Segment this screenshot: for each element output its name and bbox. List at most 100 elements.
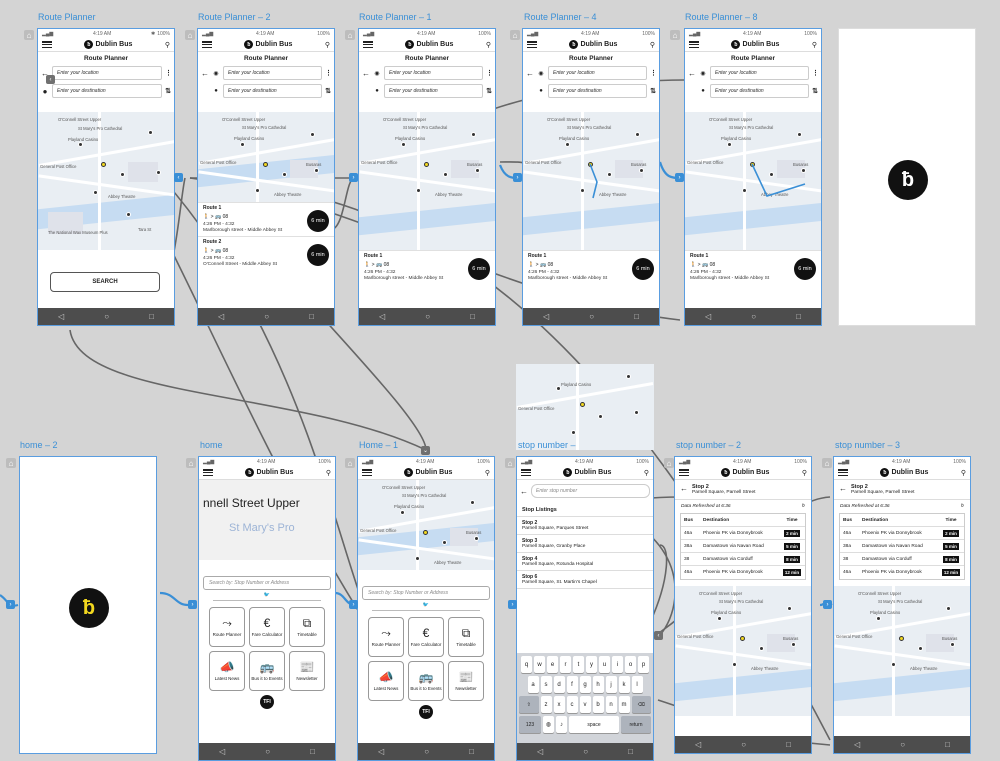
home-nav-icon[interactable]: ○ <box>583 747 589 756</box>
back-arrow-icon[interactable]: ← <box>688 68 696 78</box>
key-s[interactable]: s <box>540 676 552 693</box>
back-arrow-icon[interactable]: ← <box>201 68 209 78</box>
more-icon[interactable]: ⋮ <box>650 70 657 77</box>
key-j[interactable]: j <box>605 676 617 693</box>
key-a[interactable]: a <box>527 676 539 693</box>
latest-news-tile[interactable]: 📣Latest News <box>209 651 245 691</box>
key-v[interactable]: v <box>579 696 591 713</box>
bus-stop-pin[interactable] <box>126 212 131 217</box>
search-icon[interactable]: ⚲ <box>164 41 170 49</box>
destination-input[interactable]: Enter your destination <box>384 84 483 98</box>
bus-stop-pin[interactable] <box>801 168 806 173</box>
swap-icon[interactable]: ⇅ <box>165 88 171 95</box>
back-arrow-icon[interactable]: ← <box>526 68 534 78</box>
shift-key[interactable]: ⇧ <box>519 696 539 713</box>
backspace-key[interactable]: ⌫ <box>631 696 651 713</box>
bus-stop-pin[interactable] <box>310 132 315 137</box>
back-nav-icon[interactable]: ◁ <box>543 312 550 321</box>
back-arrow-icon[interactable]: ← <box>680 484 688 493</box>
back-arrow-icon[interactable]: ← <box>839 484 847 493</box>
more-icon[interactable]: ⋮ <box>165 70 172 77</box>
map[interactable]: O'Connell Street Upper St Mary's Pro Cat… <box>38 112 174 250</box>
bus-stop-pin[interactable] <box>742 188 747 193</box>
destination-input[interactable]: Enter your destination <box>52 84 162 98</box>
key-e[interactable]: e <box>547 656 558 673</box>
search-icon[interactable]: ⚲ <box>649 41 655 49</box>
key-c[interactable]: c <box>566 696 578 713</box>
bus-stop-pin[interactable] <box>769 172 774 177</box>
home-nav-icon[interactable]: ○ <box>589 312 595 321</box>
menu-icon[interactable] <box>202 41 212 48</box>
bus-stop-pin[interactable] <box>787 606 792 611</box>
key-g[interactable]: g <box>579 676 591 693</box>
key-p[interactable]: p <box>638 656 649 673</box>
bus-stop-pin[interactable] <box>255 188 260 193</box>
key-w[interactable]: w <box>534 656 545 673</box>
link-connector[interactable]: ‹ <box>174 173 183 182</box>
search-icon[interactable]: ⚲ <box>325 469 331 477</box>
home-search-input[interactable]: Search by: Stop Number or Address <box>362 586 490 600</box>
bus-stop-pin[interactable] <box>607 172 612 177</box>
home-nav-icon[interactable]: ○ <box>425 312 431 321</box>
bus-stop-pin[interactable] <box>950 642 955 647</box>
back-nav-icon[interactable]: ◁ <box>537 747 544 756</box>
back-arrow-icon[interactable]: ← <box>362 68 370 78</box>
more-icon[interactable]: ⋮ <box>325 70 332 77</box>
bus-stop-pin[interactable] <box>918 646 923 651</box>
refresh-icon[interactable]: ↻ <box>800 504 805 509</box>
fare-calculator-tile[interactable]: €Fare Calculator <box>249 607 285 647</box>
back-nav-icon[interactable]: ◁ <box>695 740 702 749</box>
back-nav-icon[interactable]: ◁ <box>218 312 225 321</box>
bus-stop-pin[interactable] <box>416 188 421 193</box>
globe-key-icon[interactable]: ◍ <box>543 716 554 733</box>
search-icon[interactable]: ⚲ <box>485 41 491 49</box>
bus-stop-pin[interactable] <box>580 188 585 193</box>
route-planner-tile[interactable]: ⤳Route Planner <box>368 617 404 657</box>
back-nav-icon[interactable]: ◁ <box>378 747 385 756</box>
menu-icon[interactable] <box>363 41 373 48</box>
bus-stop-pin[interactable] <box>565 142 570 147</box>
bus-stop-pin[interactable] <box>635 132 640 137</box>
bus-stop-pin[interactable] <box>717 616 722 621</box>
key-b[interactable]: b <box>592 696 604 713</box>
swap-icon[interactable]: ⇅ <box>650 88 656 95</box>
key-h[interactable]: h <box>592 676 604 693</box>
bus-stop-pin[interactable] <box>727 142 732 147</box>
search-icon[interactable]: ⚲ <box>811 41 817 49</box>
link-connector[interactable]: › <box>349 173 358 182</box>
destination-input[interactable]: Enter your destination <box>548 84 647 98</box>
key-d[interactable]: d <box>553 676 565 693</box>
recents-nav-icon[interactable]: □ <box>945 740 950 749</box>
fare-calculator-tile[interactable]: €Fare Calculator <box>408 617 444 657</box>
back-nav-icon[interactable]: ◁ <box>219 747 226 756</box>
link-connector[interactable]: › <box>513 173 522 182</box>
recents-nav-icon[interactable]: □ <box>149 312 154 321</box>
link-connector[interactable]: ‹ <box>46 75 55 84</box>
swap-icon[interactable]: ⇅ <box>812 88 818 95</box>
back-nav-icon[interactable]: ◁ <box>705 312 712 321</box>
bus-stop-pin[interactable] <box>401 142 406 147</box>
key-y[interactable]: y <box>586 656 597 673</box>
bus-stop-pin[interactable] <box>474 536 479 541</box>
bus-stop-pin[interactable] <box>442 540 447 545</box>
key-z[interactable]: z <box>540 696 552 713</box>
home-nav-icon[interactable]: ○ <box>424 747 430 756</box>
recents-nav-icon[interactable]: □ <box>628 747 633 756</box>
menu-icon[interactable] <box>679 469 689 476</box>
more-icon[interactable]: ⋮ <box>486 70 493 77</box>
key-o[interactable]: o <box>625 656 636 673</box>
destination-input[interactable]: Enter your destination <box>710 84 809 98</box>
stop-number-input[interactable]: Enter stop number <box>531 484 650 498</box>
bus-stop-pin[interactable] <box>400 510 405 515</box>
bus-stop-pin[interactable] <box>891 662 896 667</box>
